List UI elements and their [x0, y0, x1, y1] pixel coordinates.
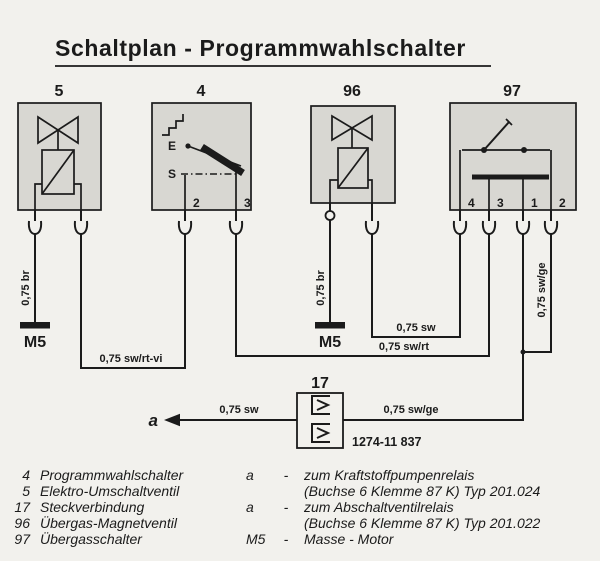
wire-label-br-valve96: 0,75 br [315, 270, 327, 306]
legend-text: (Buchse 6 Klemme 87 K) Typ 201.022 [304, 515, 541, 531]
wire-label-sw-rt-vi: 0,75 sw/rt-vi [100, 353, 163, 365]
component-17-connector: 17 1274-11 837 [296, 375, 422, 449]
legend-num: 17 [14, 499, 31, 515]
legend-name: Steckverbindung [40, 499, 145, 515]
terminal-clamp-icon [27, 210, 89, 236]
terminal-3-number: 3 [497, 196, 504, 210]
component-4-label: 4 [197, 83, 206, 100]
terminal-4-number: 4 [468, 196, 475, 210]
legend-key: M5 [246, 531, 266, 547]
contact-s-label: S [168, 167, 176, 181]
arrow-a-label: a [149, 411, 158, 430]
component-96-label: 96 [343, 83, 361, 100]
connector-pin-icon [311, 423, 331, 443]
legend-dash: - [284, 531, 289, 547]
step-cam-icon [162, 114, 184, 136]
connector-pin-icon [311, 395, 331, 415]
lead-left [34, 183, 42, 210]
terminal-clamp-icon [452, 210, 559, 236]
legend-name: Übergas-Magnetventil [40, 514, 178, 531]
legend-dash: - [284, 467, 289, 483]
solenoid-coil-icon [337, 147, 369, 189]
lead-right [368, 179, 373, 203]
component-97-switch: 97 4 3 1 2 [449, 83, 577, 236]
component-5-box [17, 102, 102, 211]
page-title: Schaltplan - Programmwahlschalter [55, 35, 466, 61]
solenoid-coil-icon [41, 149, 75, 195]
wire-label-sw-valve96: 0,75 sw [396, 322, 436, 334]
wire-label-br-valve5: 0,75 br [20, 270, 32, 306]
ground-icon [20, 322, 50, 329]
legend-text: zum Kraftstoffpumpenrelais [303, 467, 474, 483]
terminal-clamp-icon [177, 210, 244, 236]
wire-label-sw-connector: 0,75 sw [219, 404, 259, 416]
wire-sw-rt-vi [80, 234, 186, 369]
legend: 4 Programmwahlschalter 5 Elektro-Umschal… [14, 467, 540, 547]
component-97-box [449, 102, 577, 211]
ground-label: M5 [319, 334, 341, 351]
wire-sw-rt [235, 234, 490, 357]
wires [34, 220, 552, 427]
legend-text: zum Abschaltventilrelais [303, 499, 454, 515]
legend-name: Übergasschalter [40, 530, 143, 547]
contact-e-label: E [168, 139, 176, 153]
wire-label-sw-rt: 0,75 sw/rt [379, 341, 429, 353]
ground-label: M5 [24, 334, 46, 351]
legend-name: Elektro-Umschaltventil [40, 483, 180, 499]
component-97-label: 97 [503, 83, 521, 100]
legend-key: a [246, 467, 254, 483]
terminal-2-number: 2 [193, 196, 200, 210]
component-96-box [310, 105, 396, 204]
arrow-left-icon [164, 413, 180, 427]
lead-left [329, 179, 338, 203]
component-96-valve: 96 [310, 83, 396, 236]
junction-dot [520, 349, 526, 355]
ground-m5-valve5: M5 [20, 322, 50, 351]
ground-m5-valve96: M5 [315, 322, 345, 351]
lead-right [74, 183, 82, 210]
legend-num: 97 [14, 531, 31, 547]
legend-name: Programmwahlschalter [40, 467, 184, 483]
component-4-switch: 4 E S 2 3 [151, 83, 252, 236]
terminal-1-number: 1 [531, 196, 538, 210]
part-number: 1274-11 837 [352, 435, 422, 449]
valve-icon [331, 114, 373, 148]
terminal-2-number: 2 [559, 196, 566, 210]
component-4-box [151, 102, 252, 211]
wire-label-sw-ge-connector: 0,75 sw/ge [383, 404, 438, 416]
actuator-tick [505, 118, 513, 126]
contact-bar [200, 144, 245, 176]
terminal-3-number: 3 [244, 196, 251, 210]
component-5-label: 5 [55, 83, 64, 100]
legend-dash: - [284, 499, 289, 515]
legend-key: a [246, 499, 254, 515]
legend-text: Masse - Motor [304, 531, 395, 547]
legend-num: 5 [22, 483, 30, 499]
component-5-valve: 5 [17, 83, 102, 236]
switch-arm [483, 121, 510, 151]
wire-sw-ge-connector [343, 234, 524, 421]
legend-num: 4 [22, 467, 30, 483]
wire-sw-ge-jumper [523, 234, 552, 353]
wire-label-sw-ge-vertical: 0,75 sw/ge [536, 262, 548, 317]
ground-icon [315, 322, 345, 329]
component-17-label: 17 [311, 375, 329, 392]
legend-text: (Buchse 6 Klemme 87 K) Typ 201.024 [304, 483, 541, 499]
terminal-clamp-icon [364, 203, 380, 236]
legend-num: 96 [14, 515, 30, 531]
open-connector-icon [324, 210, 336, 221]
valve-icon [37, 115, 79, 150]
pivot-dot [521, 147, 527, 153]
wire-sw-valve96 [371, 234, 461, 338]
